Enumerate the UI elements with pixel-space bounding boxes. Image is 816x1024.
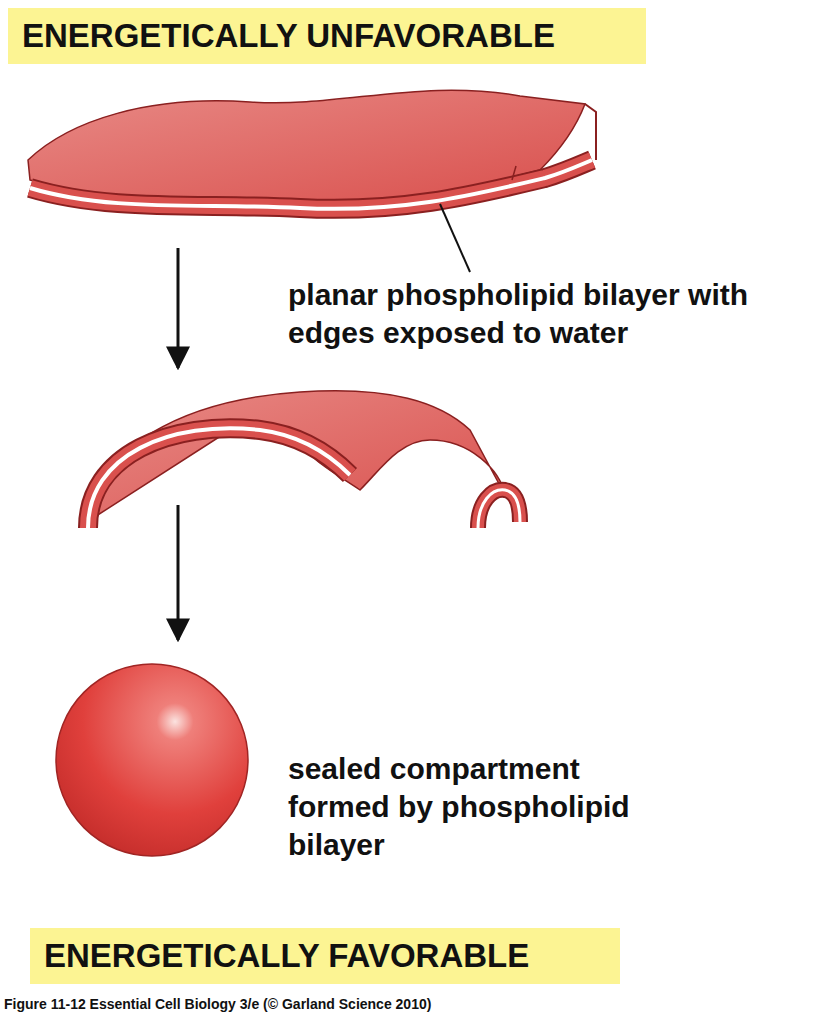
- sealed-sphere: [56, 664, 248, 856]
- band-text: ENERGETICALLY UNFAVORABLE: [22, 14, 632, 58]
- heading-band: ENERGETICALLY UNFAVORABLE: [8, 8, 646, 64]
- curving-bilayer: [88, 391, 520, 528]
- arrow: [177, 248, 180, 368]
- annotation-label: sealed compartment formed by phospholipi…: [288, 750, 688, 864]
- annotation-label: planar phospholipid bilayer with edges e…: [288, 276, 808, 352]
- leader-line: [440, 204, 470, 272]
- figure-caption: Figure 11-12 Essential Cell Biology 3/e …: [4, 996, 431, 1012]
- heading-band: ENERGETICALLY FAVORABLE: [30, 928, 620, 984]
- arrow: [177, 505, 180, 640]
- band-text: ENERGETICALLY FAVORABLE: [44, 934, 606, 978]
- planar-bilayer: [28, 90, 596, 209]
